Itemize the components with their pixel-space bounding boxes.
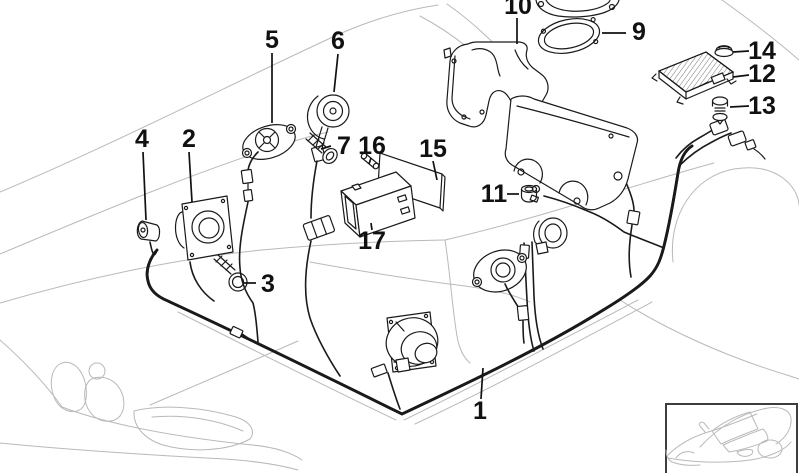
thumbnail-border: [665, 403, 798, 473]
callout-leader-14: [732, 50, 750, 53]
rear-plug: [626, 209, 641, 226]
tweeter-connector: [240, 168, 254, 185]
callout-leader-16: [368, 157, 372, 165]
callout-number-11: 11: [481, 180, 508, 208]
callout-number-15: 15: [419, 135, 447, 163]
small-plug: [744, 139, 757, 151]
part-grommet-11: [520, 184, 538, 203]
callout-leader-12: [732, 74, 750, 78]
callout-number-17: 17: [358, 227, 386, 255]
part-top-speaker: [535, 0, 620, 18]
callout-number-1: 1: [473, 397, 487, 425]
callout-leader-1: [480, 367, 484, 400]
part-rear-speaker: [529, 184, 568, 255]
part-door-midrange-speaker: [471, 249, 530, 344]
callout-number-16: 16: [358, 132, 386, 160]
part-trim-ring-9: [537, 17, 601, 54]
part-screw-7: [305, 132, 338, 165]
part-amplifier-12: [651, 51, 737, 105]
part-tweeter-5: [238, 123, 297, 343]
callout-leader-2: [188, 151, 193, 203]
callout-number-14: 14: [748, 37, 776, 65]
callout-leader-15: [432, 160, 438, 181]
callout-leader-13: [729, 105, 750, 108]
part-tweeter-6: [302, 94, 350, 377]
tweeter-connector: [310, 145, 326, 163]
callout-number-2: 2: [182, 125, 196, 153]
wiring-harness: [145, 118, 766, 416]
callout-leader-6: [333, 53, 339, 93]
amp-connector: [709, 118, 729, 136]
part-subwoofer-cover-panel: [504, 95, 639, 211]
coupe-car-outline-icon: [665, 407, 792, 466]
callout-leader-17: [370, 222, 373, 231]
callout-number-6: 6: [331, 27, 345, 55]
woofer-connector: [370, 363, 388, 378]
callout-leader-4: [142, 151, 147, 221]
callout-number-7: 7: [337, 132, 351, 160]
callout-number-3: 3: [261, 270, 275, 298]
part-door-woofer: [385, 311, 439, 373]
part-door-clip: [136, 220, 161, 256]
harness-connector: [302, 215, 335, 241]
callout-leader-7: [320, 145, 332, 150]
part-front-speaker: [174, 195, 234, 302]
part-pin-16: [360, 152, 380, 170]
callout-number-12: 12: [748, 60, 776, 88]
callout-number-5: 5: [265, 26, 279, 54]
amp-connector: [727, 130, 747, 147]
callout-number-9: 9: [632, 18, 646, 46]
part-trim-plate-15: [377, 152, 446, 212]
vehicle-thumbnail: [665, 403, 798, 473]
part-screw-3: [213, 254, 248, 292]
part-grommet-14: [714, 45, 734, 58]
callout-number-4: 4: [135, 125, 149, 153]
callout-number-13: 13: [748, 92, 776, 120]
part-screw-13: [711, 96, 729, 125]
front-stub-connector: [229, 325, 244, 339]
callout-number-10: 10: [504, 0, 532, 20]
